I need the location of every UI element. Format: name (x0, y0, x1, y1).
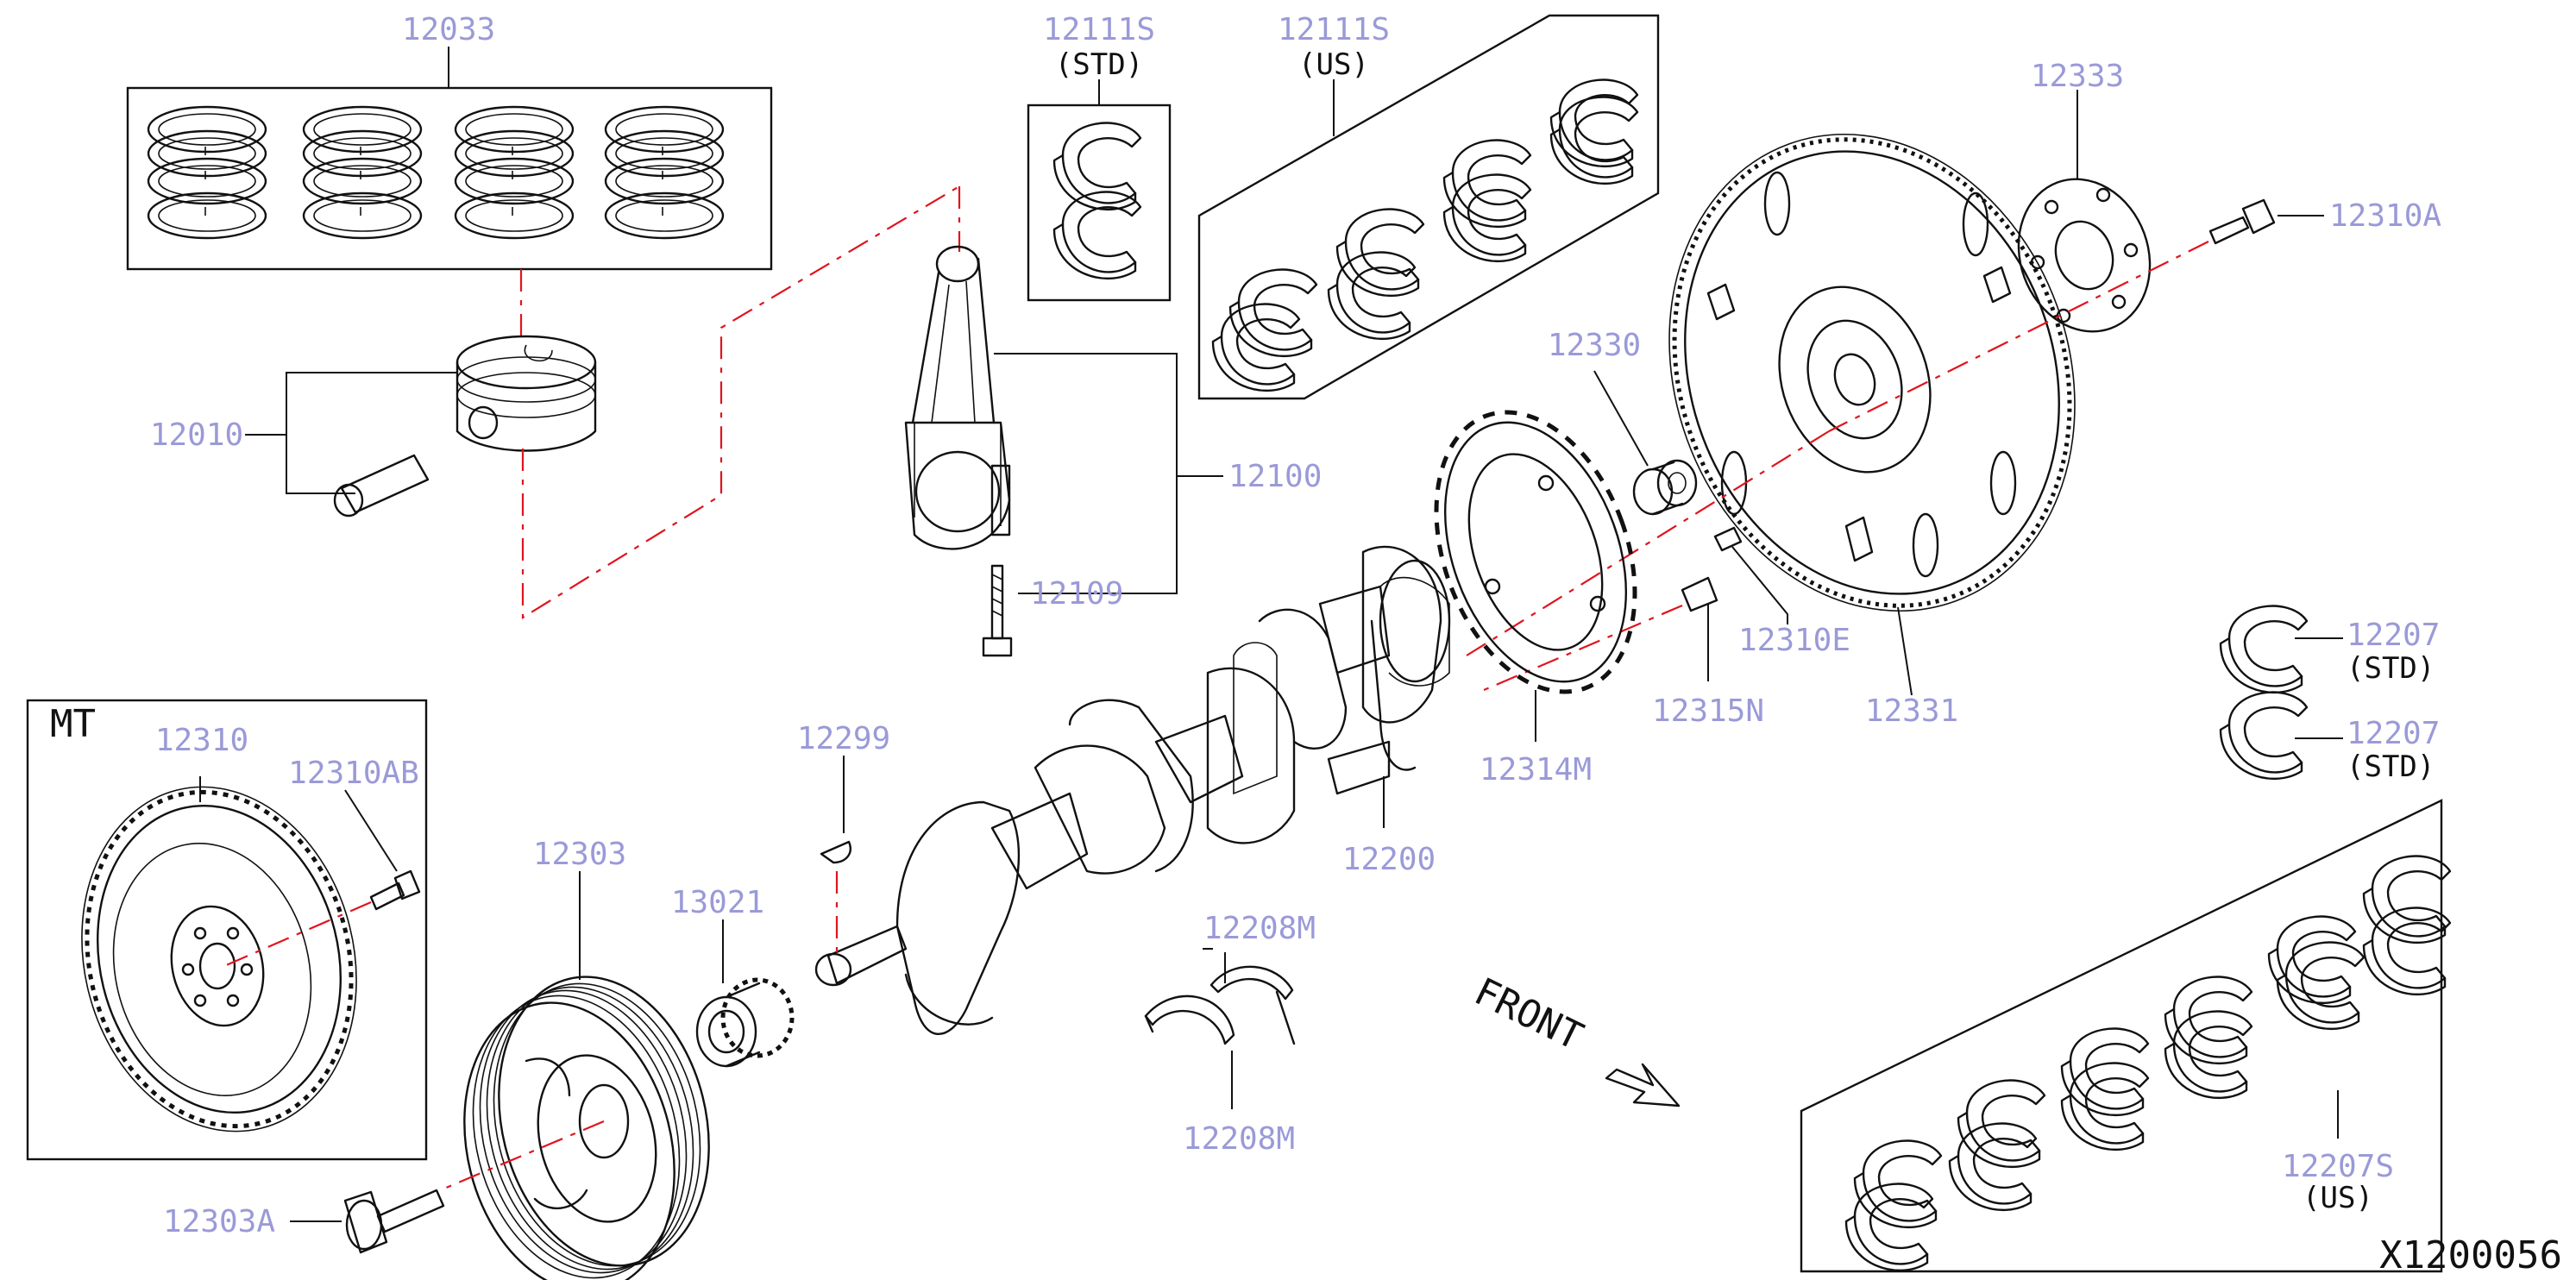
bolt-12315n[interactable] (1681, 576, 1718, 612)
piston-ring-set-12033[interactable] (126, 86, 773, 271)
note-std-1: (STD) (1055, 47, 1143, 82)
label-12033[interactable]: 12033 (402, 12, 495, 47)
label-12010[interactable]: 12010 (150, 417, 243, 453)
piston-pin[interactable] (333, 454, 430, 518)
label-12310[interactable]: 12310 (155, 723, 248, 758)
main-bearing-std-upper[interactable] (2219, 605, 2309, 694)
thrust-washer-upper-12208m[interactable] (1209, 965, 1296, 1045)
label-12208m-a[interactable]: 12208M (1203, 911, 1316, 946)
crankshaft-12200[interactable] (814, 545, 1451, 1035)
label-12111s-us[interactable]: 12111S (1278, 12, 1390, 47)
pulley-bolt-12303a[interactable] (343, 1189, 445, 1254)
label-12207-b[interactable]: 12207 (2347, 716, 2440, 751)
woodruff-key-12299[interactable] (820, 840, 851, 864)
note-us-2: (US) (2303, 1181, 2373, 1215)
mt-label: MT (50, 702, 96, 746)
main-bearing-us-box (1800, 799, 2443, 1273)
drive-plate-12331[interactable] (1604, 77, 2139, 668)
label-12314m[interactable]: 12314M (1480, 752, 1592, 787)
reinforcement-plate-12333[interactable] (1998, 160, 2171, 350)
label-12207s[interactable]: 12207S (2282, 1149, 2394, 1184)
label-12200[interactable]: 12200 (1342, 842, 1436, 877)
signal-plate-12314m[interactable] (1400, 385, 1671, 719)
mt-flywheel-box (26, 699, 428, 1161)
note-std-2: (STD) (2347, 651, 2435, 686)
front-label: FRONT (1467, 969, 1589, 1059)
diagram-id: X1200056 (2379, 1233, 2562, 1277)
label-12331[interactable]: 12331 (1865, 693, 1958, 729)
label-12310e[interactable]: 12310E (1738, 623, 1850, 658)
conrod-bearing-std[interactable] (1052, 122, 1142, 280)
piston-12010[interactable] (456, 335, 597, 452)
conrod-bolt-12109[interactable] (982, 564, 1013, 657)
note-std-3: (STD) (2347, 750, 2435, 784)
label-12208m-b[interactable]: 12208M (1183, 1121, 1295, 1157)
label-13021[interactable]: 13021 (671, 885, 764, 920)
label-12100[interactable]: 12100 (1228, 459, 1322, 494)
dowel-pin-12310e[interactable] (1713, 526, 1743, 552)
thrust-washer-lower-12208m[interactable] (1144, 995, 1235, 1045)
flywheel-bolt-12310ab[interactable] (369, 869, 421, 911)
label-12109[interactable]: 12109 (1030, 576, 1123, 612)
label-12207-a[interactable]: 12207 (2347, 618, 2440, 653)
front-direction-arrow: FRONT (1467, 969, 1681, 1107)
bolt-12310a[interactable] (2208, 198, 2276, 245)
label-12303a[interactable]: 12303A (163, 1204, 275, 1239)
label-12330[interactable]: 12330 (1548, 328, 1641, 363)
label-12310ab[interactable]: 12310AB (288, 756, 419, 791)
pilot-bushing-12330[interactable] (1632, 459, 1698, 516)
note-us-1: (US) (1298, 47, 1369, 82)
main-bearing-std-lower[interactable] (2219, 691, 2309, 781)
label-12111s-std[interactable]: 12111S (1043, 12, 1155, 47)
label-12303[interactable]: 12303 (533, 837, 626, 872)
label-12315n[interactable]: 12315N (1652, 693, 1764, 729)
crank-sprocket-13021[interactable] (695, 977, 795, 1068)
flywheel-12310[interactable] (47, 757, 392, 1160)
label-12310a[interactable]: 12310A (2329, 198, 2441, 234)
conrod-bearing-us-box (1197, 14, 1660, 400)
label-12333[interactable]: 12333 (2031, 59, 2124, 94)
connecting-rod-12100[interactable] (904, 245, 1011, 550)
label-12299[interactable]: 12299 (797, 721, 890, 756)
crank-pulley-12303[interactable] (435, 955, 738, 1280)
